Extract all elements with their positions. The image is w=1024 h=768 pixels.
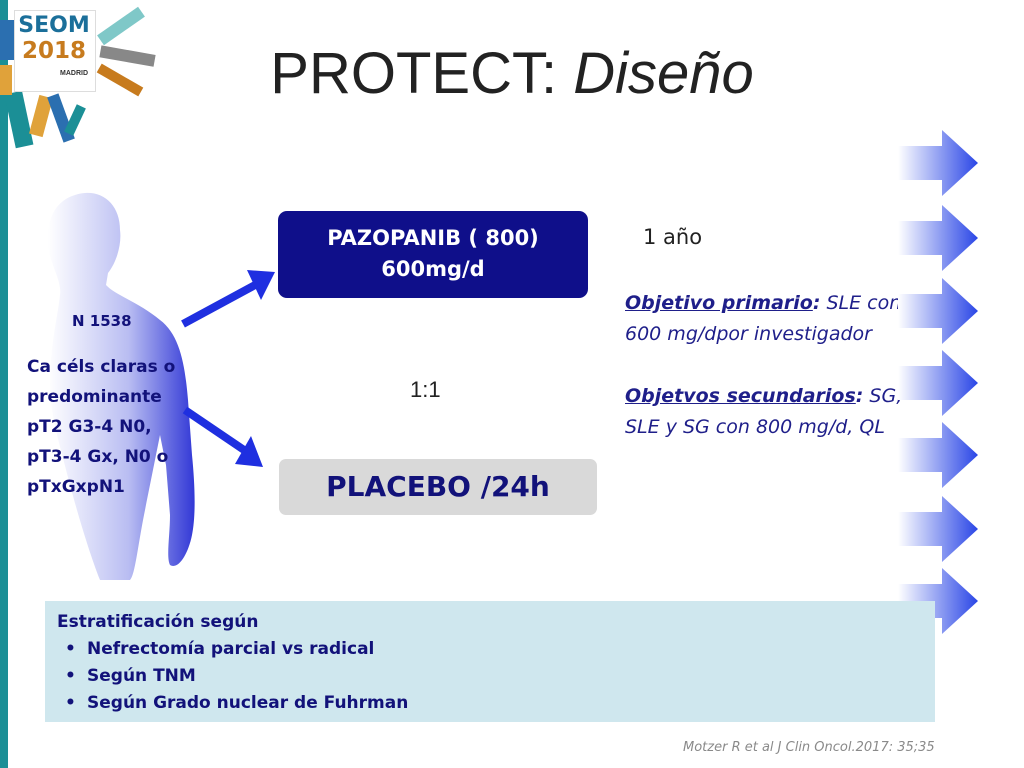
logo-text-city: MADRID xyxy=(60,70,88,77)
follow-up-arrow-icon xyxy=(898,422,978,488)
follow-up-arrow-icon xyxy=(898,278,978,344)
secondary-objectives-text: SG, SLE y SG con 800 mg/d, QL xyxy=(625,385,903,438)
pazopanib-arm-box: PAZOPANIB ( 800) 600mg/d xyxy=(278,211,588,298)
logo-badge xyxy=(14,10,96,92)
follow-up-arrow-icon xyxy=(898,130,978,196)
primary-objective-text: SLE con 600 mg/dpor investigador xyxy=(625,292,902,345)
inclusion-criteria: Ca céls claras o predominante pT2 G3-4 N… xyxy=(27,352,227,502)
stratification-heading: Estratificación según xyxy=(57,612,259,632)
secondary-objectives-colon: : xyxy=(855,385,864,407)
follow-up-arrow-icon xyxy=(898,350,978,416)
treatment-duration: 1 año xyxy=(643,225,703,249)
criteria-line: predominante xyxy=(27,387,162,407)
sample-size-label: N 1538 xyxy=(72,312,132,330)
pazopanib-arm-title: PAZOPANIB ( 800) xyxy=(327,226,539,250)
pazopanib-arm-dose: 600mg/d xyxy=(381,257,485,281)
patient-silhouette-icon xyxy=(47,192,195,580)
stratification-box: Estratificación según Nefrectomía parcia… xyxy=(45,601,935,722)
follow-up-arrow-icon xyxy=(898,496,978,562)
criteria-line: pT2 G3-4 N0, xyxy=(27,417,152,437)
primary-objective: Objetivo primario: SLE con 600 mg/dpor i… xyxy=(625,288,925,350)
stratification-list: Nefrectomía parcial vs radical Según TNM… xyxy=(57,636,923,717)
criteria-line: pT3-4 Gx, N0 o xyxy=(27,447,169,467)
list-item: Nefrectomía parcial vs radical xyxy=(57,636,923,663)
citation: Motzer R et al J Clin Oncol.2017: 35;35 xyxy=(683,740,935,755)
title-main: PROTECT: xyxy=(270,41,574,106)
randomization-arrows xyxy=(181,270,275,467)
title-italic: Diseño xyxy=(573,41,754,106)
arrow-down-right-icon xyxy=(182,406,263,467)
placebo-arm-box: PLACEBO /24h xyxy=(279,459,597,515)
arrow-up-right-icon xyxy=(181,270,275,328)
secondary-objectives-label: Objetvos secundarios xyxy=(625,385,856,407)
left-accent-bar xyxy=(0,0,8,768)
primary-objective-label: Objetivo primario xyxy=(625,292,813,314)
list-item: Según Grado nuclear de Fuhrman xyxy=(57,690,923,717)
logo-decoration xyxy=(0,6,156,149)
logo-text-year: 2018 xyxy=(21,38,86,64)
randomization-ratio: 1:1 xyxy=(410,377,441,402)
slide-title: PROTECT: Diseño xyxy=(0,40,1024,107)
objectives-text: Objetivo primario: SLE con 600 mg/dpor i… xyxy=(625,288,925,474)
logo-text-seom: SEOM xyxy=(18,13,90,38)
list-item: Según TNM xyxy=(57,663,923,690)
secondary-objectives: Objetvos secundarios: SG, SLE y SG con 8… xyxy=(625,381,925,443)
conference-logo xyxy=(0,0,165,160)
primary-objective-colon: : xyxy=(812,292,821,314)
follow-up-arrow-icon xyxy=(898,205,978,271)
criteria-line: pTxGxpN1 xyxy=(27,477,125,497)
criteria-line: Ca céls claras o xyxy=(27,357,176,377)
